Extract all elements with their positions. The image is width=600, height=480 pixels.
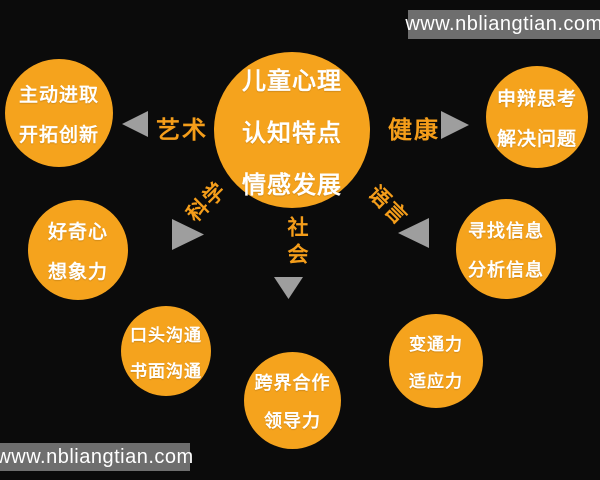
node-line: 开拓创新 [18, 124, 99, 146]
node-line: 主动进取 [18, 84, 99, 106]
node-line: 变通力 [409, 335, 463, 354]
branch-label-language: 语言 [363, 181, 413, 231]
center-line-3: 情感发展 [242, 171, 342, 199]
node-line: 领导力 [264, 410, 321, 431]
node-circle-adaptability: 变通力 适应力 [389, 314, 483, 408]
node-line: 好奇心 [47, 221, 108, 243]
center-line-1: 儿童心理 [242, 67, 342, 95]
left-triangle-icon [122, 111, 148, 137]
node-line: 书面沟通 [130, 361, 202, 381]
node-line: 想象力 [47, 261, 108, 283]
node-line: 适应力 [409, 372, 463, 391]
watermark-top: www.nbliangtian.com [405, 10, 600, 39]
node-line: 申辩思考 [496, 88, 577, 110]
node-line: 分析信息 [468, 259, 544, 280]
center-line-2: 认知特点 [242, 119, 342, 147]
node-circle-collaboration: 跨界合作 领导力 [244, 352, 341, 449]
down-triangle-icon [274, 277, 303, 299]
branch-label-art: 艺术 [156, 117, 208, 144]
branch-label-society: 社会 [285, 216, 308, 270]
branch-label-science: 科学 [182, 177, 232, 227]
right-triangle-icon [441, 111, 469, 139]
node-line: 解决问题 [496, 128, 577, 150]
node-circle-initiative: 主动进取 开拓创新 [5, 59, 113, 167]
node-line: 跨界合作 [254, 372, 331, 393]
branch-label-health: 健康 [388, 117, 440, 144]
watermark-bottom-text: www.nbliangtian.com [0, 445, 194, 468]
node-circle-communication: 口头沟通 书面沟通 [121, 306, 211, 396]
node-circle-critical-thinking: 申辩思考 解决问题 [486, 66, 588, 168]
center-topic-circle: 儿童心理 认知特点 情感发展 [214, 52, 370, 208]
node-line: 寻找信息 [468, 220, 544, 241]
node-circle-information: 寻找信息 分析信息 [456, 199, 556, 299]
node-line: 口头沟通 [130, 325, 202, 345]
watermark-bottom: www.nbliangtian.com [0, 443, 193, 471]
node-circle-curiosity: 好奇心 想象力 [28, 200, 128, 300]
watermark-top-text: www.nbliangtian.com [405, 13, 600, 35]
